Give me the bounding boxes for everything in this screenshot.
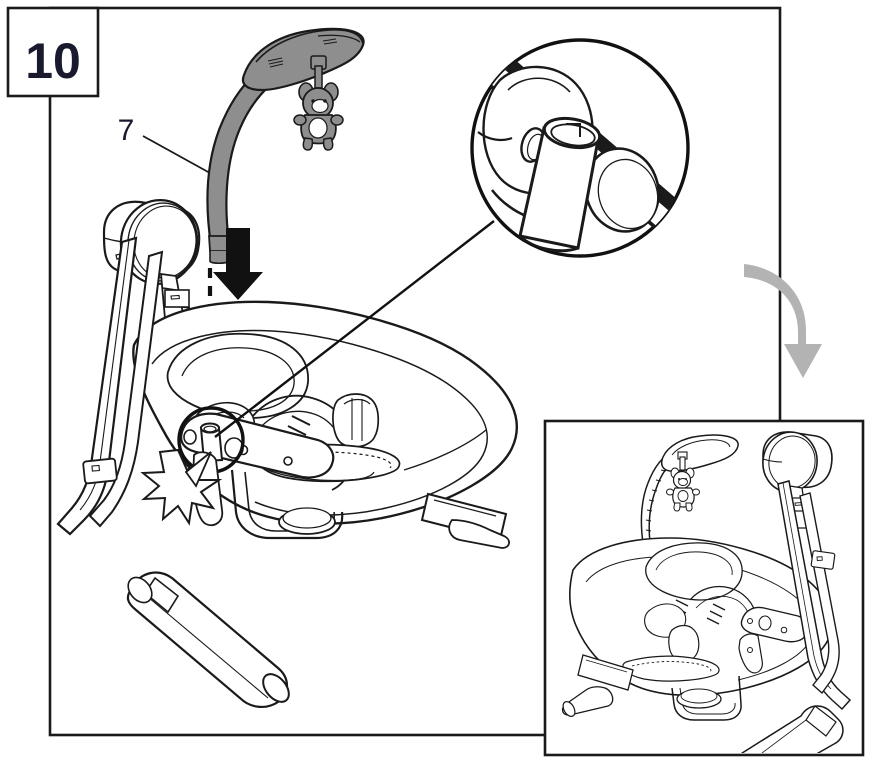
inset-toy-strap [679, 456, 686, 471]
canopy-texture-2 [322, 38, 338, 45]
bear-eye-left [311, 99, 315, 103]
bear-belly [308, 117, 328, 139]
hub-screw-2 [283, 456, 293, 466]
inset-base-legs [740, 480, 852, 753]
canopy-upper-edge [255, 29, 364, 63]
foot-tube-seam [141, 591, 269, 699]
detail-round-recess-inner [597, 158, 659, 230]
arm-tip-end [209, 251, 229, 265]
seat-inner-rim [151, 329, 488, 516]
bear-muzzle [311, 98, 329, 114]
base-frame-legs [56, 236, 290, 708]
part-callout-leader-line [142, 135, 220, 179]
detail-hub-body-inner [507, 77, 571, 93]
part-callout-7: 7 [118, 114, 220, 179]
detail-hub-edge-left [477, 131, 513, 142]
leg-collar [82, 457, 118, 485]
mobile-canopy [241, 27, 365, 92]
part-number-text: 7 [118, 114, 135, 147]
foot-tube-end [262, 673, 290, 703]
main-panel-frame [48, 6, 782, 737]
canopy-rim-highlight [317, 34, 361, 43]
front-foot-bar [420, 492, 510, 549]
toy-mobile-arm-assembly [206, 27, 365, 265]
inset-front-foot-bar [561, 654, 634, 717]
inset-harness-buckle [622, 624, 720, 682]
bear-leg-left [302, 137, 314, 151]
detail-socket-bottom [518, 234, 579, 253]
step-number-text: 10 [25, 33, 81, 89]
hanging-bear-toy [293, 82, 344, 151]
inset-hanging-bear-toy [666, 467, 700, 512]
inset-mobile-assembly [640, 434, 739, 544]
cradle-hub-disc-inner [282, 507, 332, 529]
step-number-badge: 10 [6, 6, 100, 98]
leg-inner-left [88, 250, 164, 528]
inset-cradle-tubes [671, 675, 742, 721]
seat-cradle-tubes [192, 451, 344, 540]
insertion-direction-arrow [213, 228, 263, 300]
bear-eye-right [323, 99, 327, 103]
inset-seat-body [569, 537, 833, 697]
socket-side-hole [183, 429, 197, 445]
toy-hanger-strap [314, 65, 323, 89]
result-curved-arrow [744, 264, 822, 378]
detail-socket-tube [518, 116, 602, 253]
baby-swing-main-illustration [56, 198, 518, 708]
starburst-pointer [184, 451, 212, 488]
bear-leg-right [322, 137, 334, 151]
seat-front-lip [403, 429, 487, 471]
inset-arm-hatch [645, 461, 673, 532]
detail-socket-keyway [566, 123, 581, 137]
completed-assembly-inset [543, 419, 865, 757]
foot-tube-joint [127, 576, 153, 604]
bear-arm-right [330, 114, 344, 126]
bear-arm-left [293, 114, 307, 126]
inset-canopy-inner [671, 439, 731, 456]
click-confirmation-starburst [140, 448, 223, 526]
seat-headrest-inner [181, 347, 295, 412]
harness-tail [267, 469, 375, 482]
canopy-texture-1 [267, 57, 284, 68]
detail-callout-leader-line [214, 220, 495, 438]
